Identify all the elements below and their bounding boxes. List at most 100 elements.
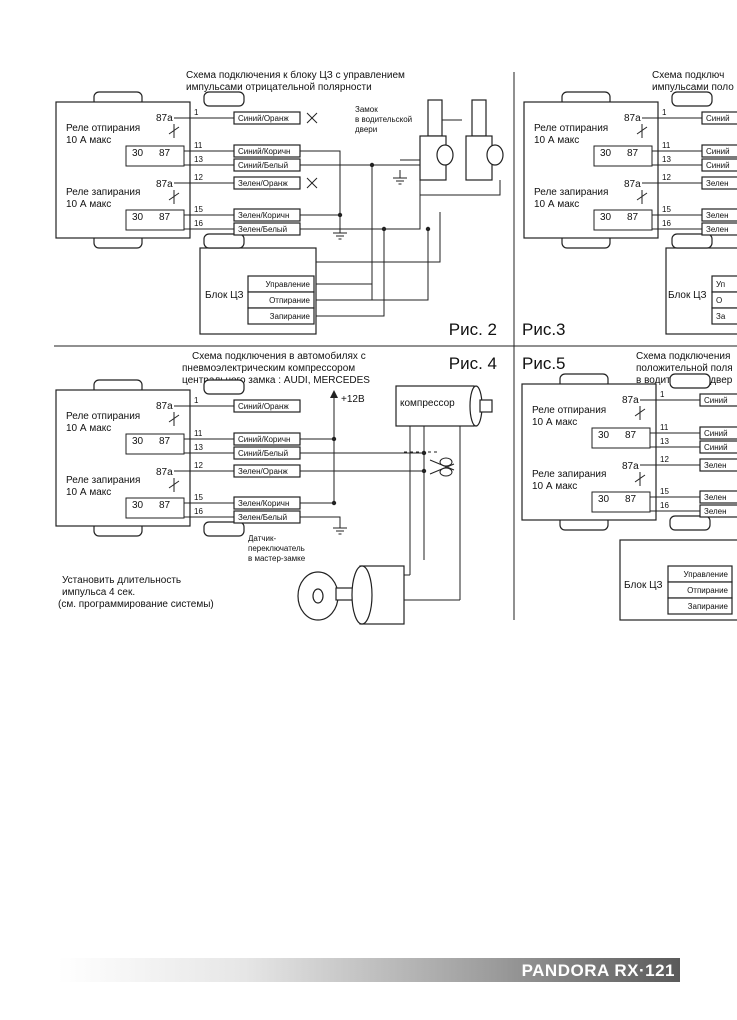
plus-12v-arrow-icon [330, 390, 338, 415]
wire-color-label: Синий/Оранж [238, 114, 289, 123]
pin-87a: 87а [624, 179, 641, 190]
pin-87: 87 [159, 500, 171, 511]
wire-label-box [233, 208, 301, 222]
relay-contact-box [593, 209, 653, 231]
relay-lock-rating: 10 А макс [532, 481, 577, 492]
note-text: (см. программирование системы) [58, 599, 214, 610]
wire-label-box [699, 490, 737, 504]
scissor-blade [429, 459, 455, 471]
wire-label-box [233, 176, 301, 190]
pin-87: 87 [625, 430, 637, 441]
relay-lock-rating: 10 А макс [66, 199, 111, 210]
pin-number: 12 [194, 173, 203, 182]
wire [300, 516, 341, 520]
ground-icon [333, 520, 347, 535]
key-hole [312, 588, 324, 604]
pin-number: 1 [660, 390, 665, 399]
cross-stroke [306, 112, 318, 124]
pin-number: 13 [662, 155, 671, 164]
wire [300, 165, 421, 230]
relay-switch [168, 126, 180, 135]
wire [300, 150, 341, 225]
wire [300, 415, 335, 440]
arrow-head [330, 390, 338, 398]
wire-color-label: Зелен/Белый [238, 225, 287, 234]
lock-cylinder-face [351, 565, 373, 625]
wire-label-box [233, 399, 301, 413]
wire-color-label: Зелен/Коричн [238, 499, 289, 508]
figure-title: импульсами отрицательной полярности [186, 82, 372, 93]
relay-lock-label: Реле запирания [66, 187, 140, 198]
relay-unlock-rating: 10 А макс [532, 417, 577, 428]
ground-icon [333, 225, 347, 240]
figure-2: Схема подключения к блоку ЦЗ с управлени… [186, 69, 504, 339]
pin-number: 11 [194, 141, 203, 150]
wire-color-label: Синий/Коричн [238, 435, 290, 444]
wire-color-label: Зелен/Оранж [238, 179, 288, 188]
relay-contact-box [125, 433, 185, 455]
pin-87: 87 [627, 212, 639, 223]
relay-contact-box [591, 491, 651, 513]
wire-color-label: Зелен [704, 507, 727, 516]
wire-color-label: Зелен/Оранж [238, 467, 288, 476]
cz-row-label: О [716, 296, 722, 305]
relay-unlock-rating: 10 А макс [66, 135, 111, 146]
figure-title: Схема подключения [636, 351, 730, 362]
wire-label-box [233, 158, 301, 172]
cz-row [247, 307, 315, 325]
compressor-icon [395, 385, 493, 427]
wire-label-box [233, 222, 301, 236]
junction-dot [337, 212, 343, 218]
cross-icon [306, 177, 318, 189]
wire [420, 180, 501, 196]
compressor-nozzle [479, 399, 493, 413]
pin-30: 30 [132, 212, 144, 223]
scissor-loop [439, 467, 453, 477]
pin-30: 30 [132, 500, 144, 511]
pin-30: 30 [132, 148, 144, 159]
compressor-body [395, 385, 475, 427]
pin-number: 15 [194, 205, 203, 214]
relay-switch [634, 408, 646, 417]
mount-tab [203, 521, 245, 537]
figure-title: положительной поля [636, 363, 733, 374]
relay-unlock-rating: 10 А макс [534, 135, 579, 146]
figure-label: Рис. 4 [449, 354, 497, 373]
cz-row-label: Управление [684, 570, 729, 579]
cz-block-label: Блок ЦЗ [205, 290, 244, 301]
relay-contact-box [591, 427, 651, 449]
wire-label-box [233, 464, 301, 478]
figure-title: Схема подключ [652, 70, 724, 81]
pin-number: 12 [662, 173, 671, 182]
pin-number: 12 [194, 461, 203, 470]
figure-label: Рис. 2 [449, 320, 497, 339]
relay-lock-rating: 10 А макс [66, 487, 111, 498]
relay-switch [636, 192, 648, 201]
cz-block-label: Блок ЦЗ [624, 580, 663, 591]
wire-color-label: Синий [704, 429, 728, 438]
relay-switch [168, 480, 180, 489]
mount-tab [669, 515, 711, 531]
relay-module-body [523, 101, 659, 239]
footer-brand: PANDORA RX·121 [521, 961, 675, 980]
wire [316, 270, 429, 301]
mount-tab [203, 233, 245, 249]
relay-unlock-label: Реле отпирания [66, 411, 140, 422]
cz-row-label: Отпирание [269, 296, 310, 305]
lock-label: в водительской [355, 115, 412, 124]
relay-lock-label: Реле запирания [66, 475, 140, 486]
pin-number: 11 [660, 423, 669, 432]
plus-12v-label: +12В [341, 394, 365, 405]
pin-number: 1 [194, 108, 199, 117]
wire-color-label: Зелен [706, 225, 729, 234]
relay-switch [168, 192, 180, 201]
relay-contact-box [593, 145, 653, 167]
cz-row-label: Запирание [688, 602, 729, 611]
wire-color-label: Синий [706, 161, 730, 170]
relay-contact-box [125, 209, 185, 231]
pin-87a: 87а [622, 395, 639, 406]
